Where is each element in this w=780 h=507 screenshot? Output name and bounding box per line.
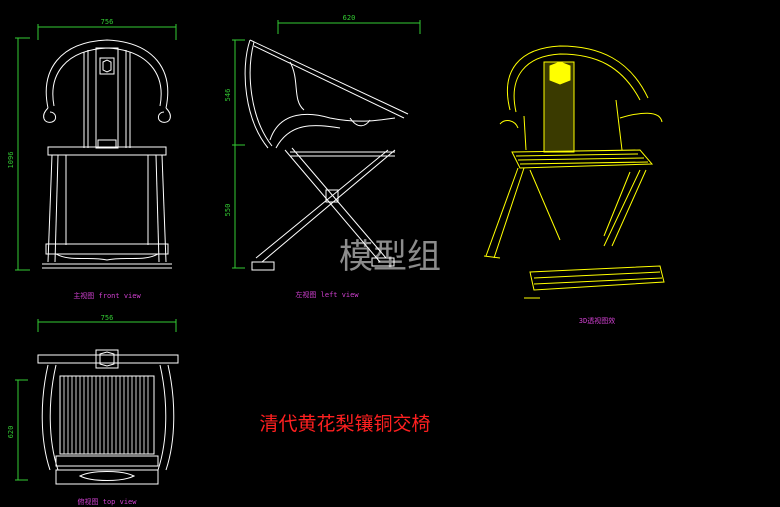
- left-height-dimension: [232, 39, 245, 269]
- watermark: 模型组: [339, 237, 441, 277]
- left-upper-height-label: 546: [224, 89, 232, 102]
- left-seat-height-label: 550: [224, 204, 232, 217]
- drawing-title: 清代黄花梨镶铜交椅: [259, 413, 430, 435]
- left-width-label: 620: [343, 14, 356, 22]
- top-view-caption: 俯视图 top view: [78, 497, 138, 506]
- front-width-label: 756: [101, 18, 114, 26]
- top-depth-label: 620: [7, 426, 15, 439]
- left-view-caption: 左视图 left view: [295, 290, 359, 299]
- front-view: [15, 24, 177, 271]
- top-view: [15, 319, 179, 485]
- left-width-dimension: [277, 20, 421, 34]
- top-width-label: 756: [101, 314, 114, 322]
- front-height-label: 1096: [7, 152, 15, 169]
- front-height-dimension: [15, 37, 30, 271]
- top-depth-dimension: [15, 379, 28, 481]
- top-width-dimension: [37, 319, 177, 332]
- front-width-dimension: [37, 24, 177, 40]
- iso-view-caption: 3D透视图效: [579, 316, 615, 325]
- left-view: [232, 20, 421, 271]
- front-view-caption: 主视图 front view: [73, 291, 141, 300]
- iso-view: [483, 45, 665, 299]
